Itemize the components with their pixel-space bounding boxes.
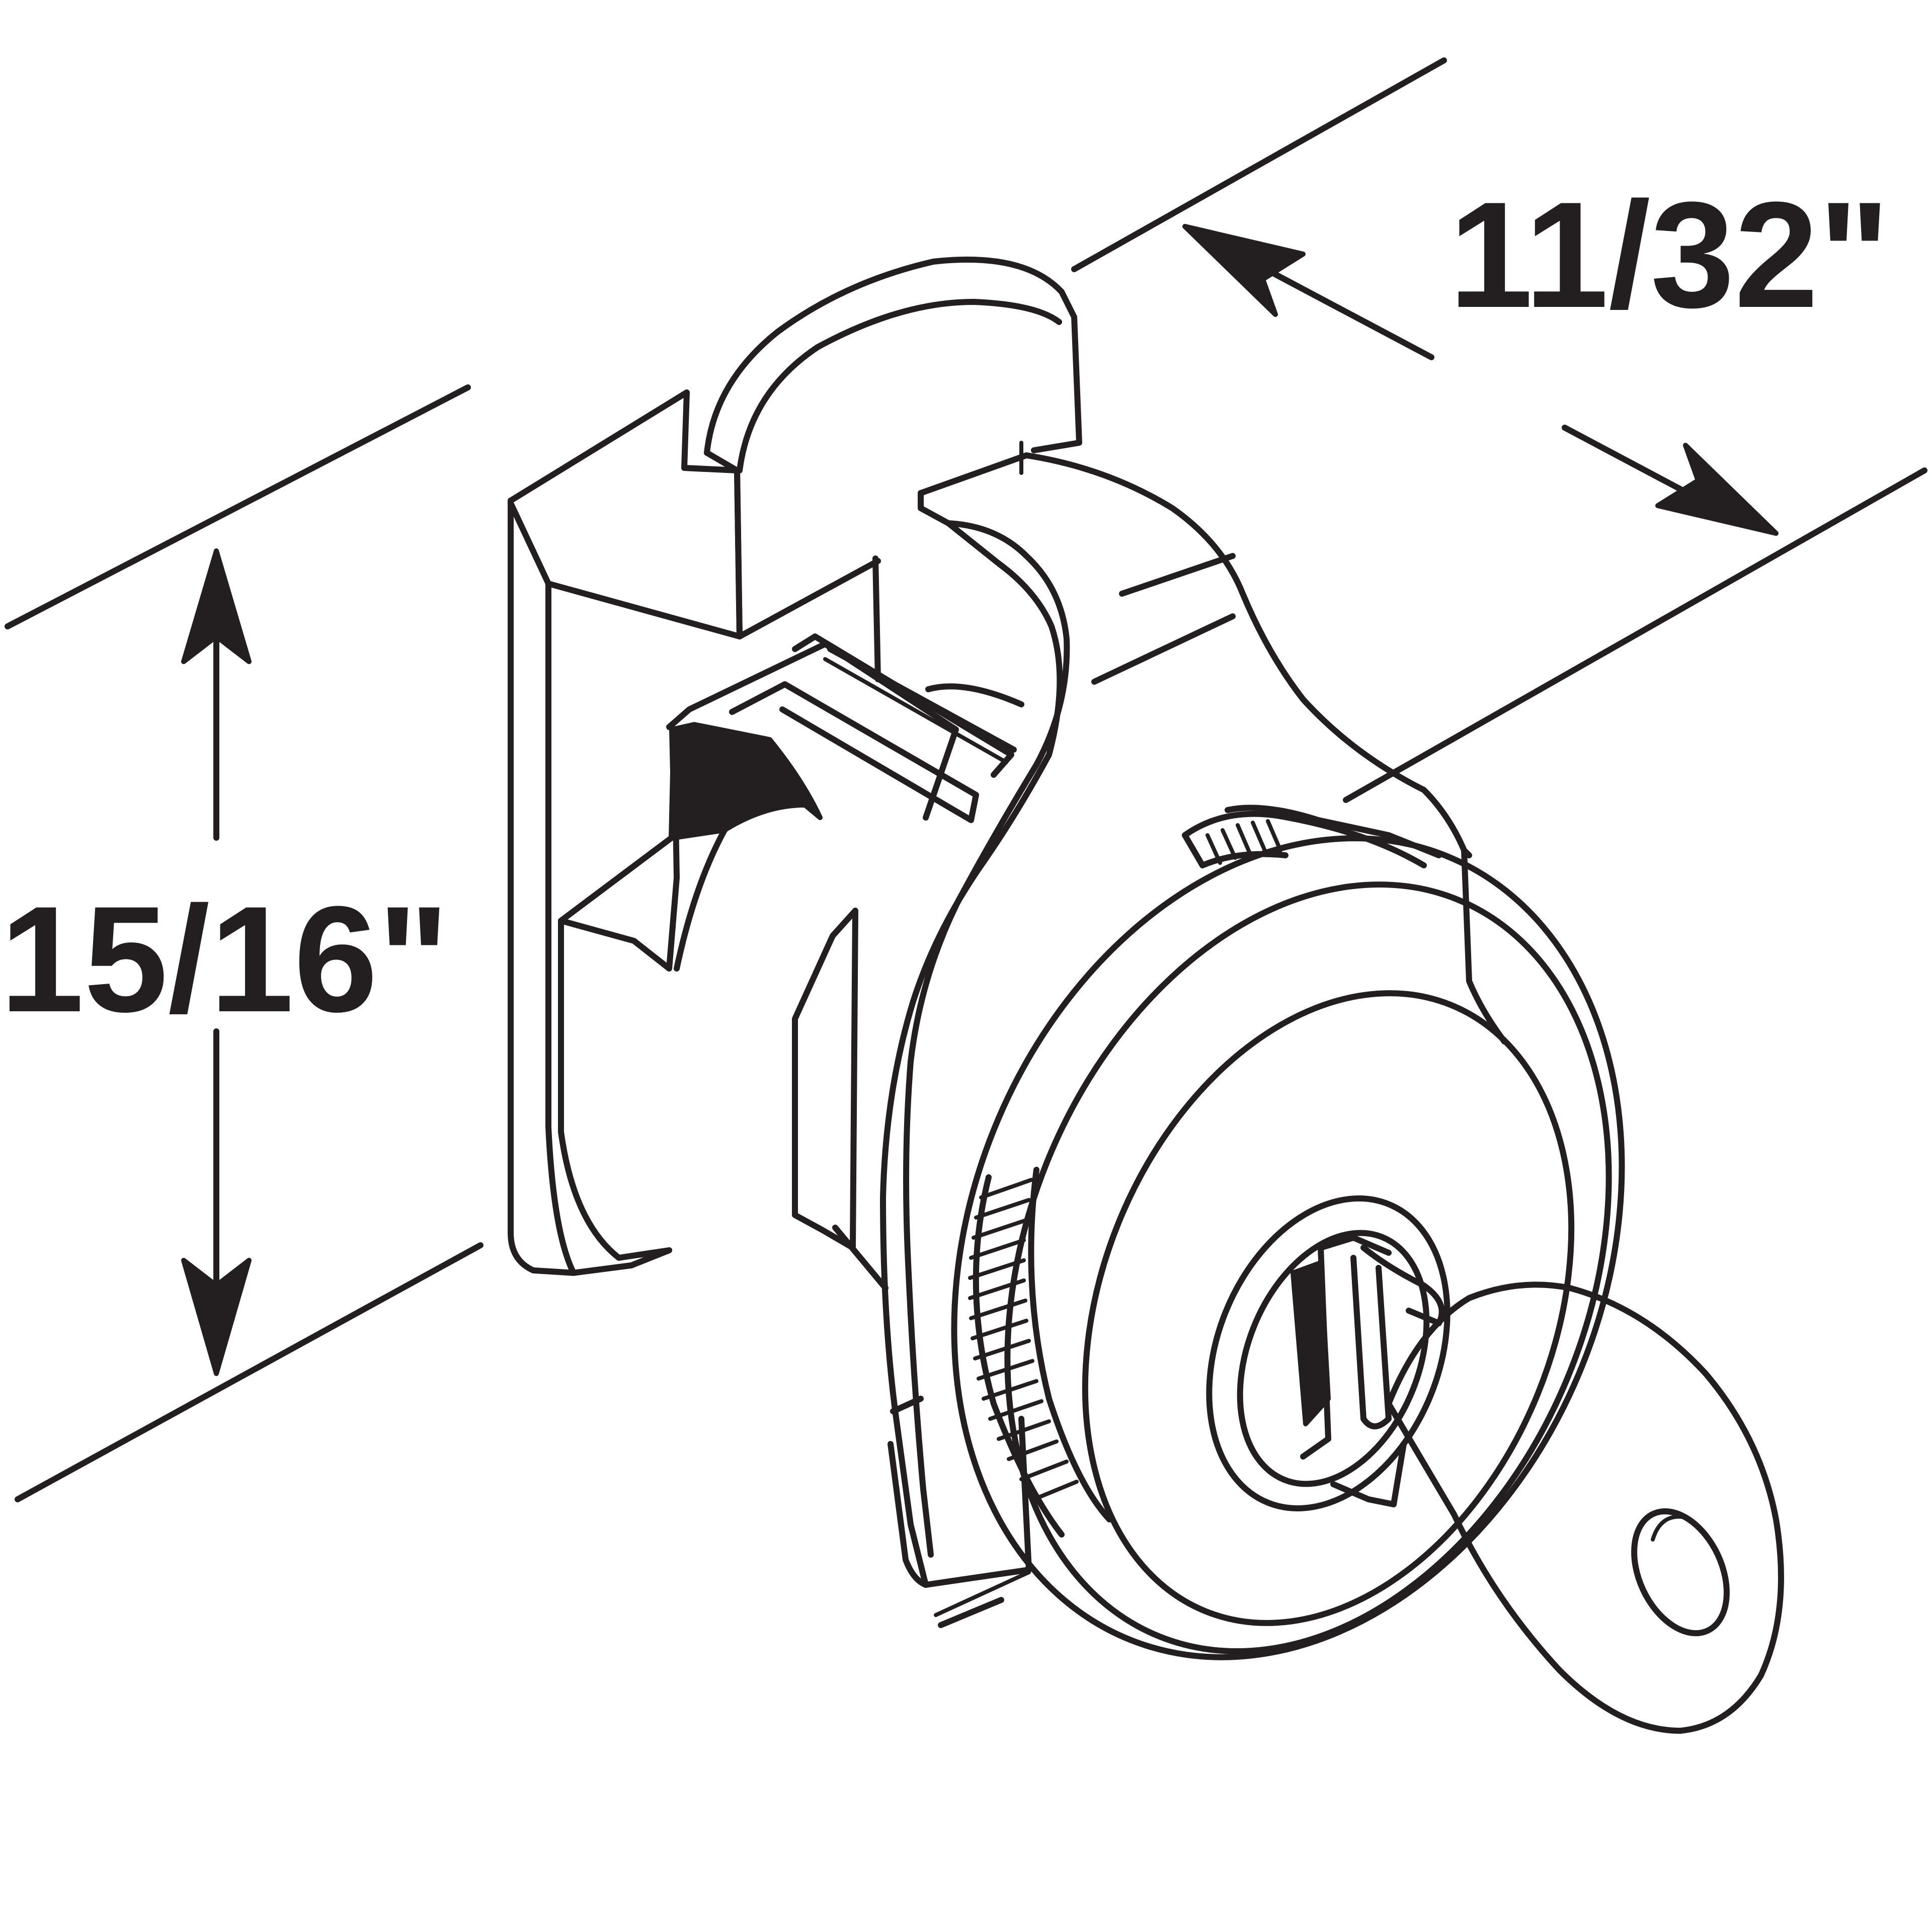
keyway-ring-inner (1237, 1230, 1430, 1487)
height-arrow-up-icon (181, 548, 252, 664)
cylinder-face-rim (1004, 881, 1612, 1654)
recess-shadow (669, 722, 823, 840)
depth-dimension: 11/32" (1182, 170, 1890, 536)
depth-arrow-upleft-icon (1182, 224, 1306, 317)
upper-tab (704, 257, 1082, 456)
cylinder-face-outer (951, 835, 1625, 1660)
lock-body (508, 257, 1625, 1660)
key-shank (1300, 1245, 1392, 1460)
key-hole-icon (1631, 1508, 1730, 1637)
mounting-plate (508, 498, 672, 1276)
knurl-lines-top (1205, 819, 1282, 865)
extension-lines (5, 57, 1927, 1502)
depth-dimension-label: 11/32" (1449, 170, 1890, 339)
height-dimension-label: 15/16" (0, 874, 449, 1043)
spring-clip (880, 490, 1063, 1588)
cam-bar (729, 681, 979, 823)
keyway-ring-outer (1206, 1195, 1451, 1511)
height-dimension: 15/16" (0, 548, 449, 1376)
height-arrow-down-icon (181, 1258, 252, 1376)
key-head (1386, 1281, 1784, 1734)
knurled-collar (1182, 811, 1427, 868)
depth-arrow-downright-icon (1655, 443, 1779, 536)
key (1330, 1281, 1784, 1734)
cylinder-face-inner (1082, 990, 1575, 1626)
